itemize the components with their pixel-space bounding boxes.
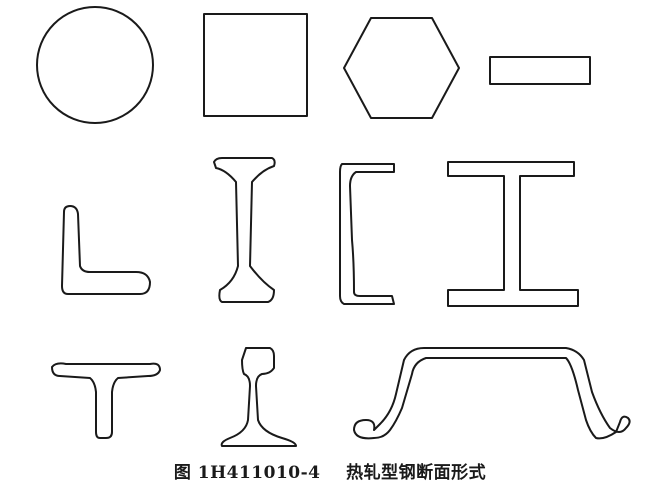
channel-steel-section: [339, 163, 395, 305]
flat-bar-section: [489, 56, 591, 85]
i-beam-section: [213, 157, 276, 303]
square-bar-section: [203, 13, 308, 117]
h-beam-section: [447, 161, 579, 307]
figure-caption: 图 1H411010-4 热轧型钢断面形式: [173, 463, 487, 483]
angle-steel-section: [61, 205, 151, 295]
rail-section: [220, 347, 297, 447]
t-steel-section: [51, 362, 161, 439]
round-bar-section: [36, 6, 154, 124]
hexagonal-bar-section: [343, 17, 460, 119]
sheet-pile-section: [353, 347, 631, 440]
